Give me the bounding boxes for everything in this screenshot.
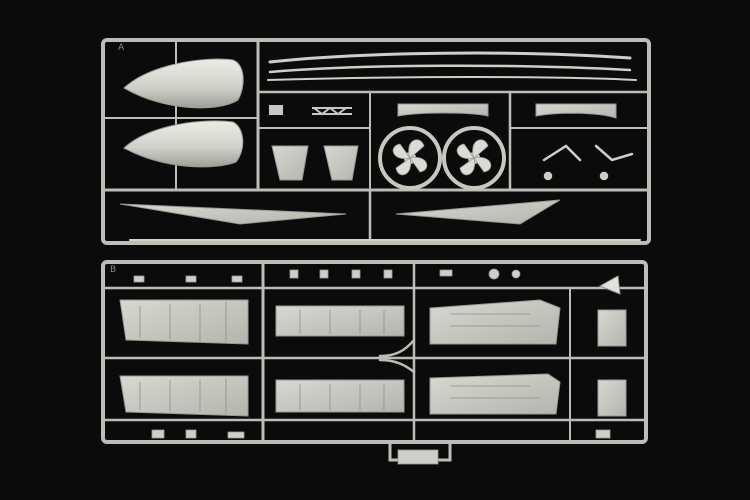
rod-parts [267, 51, 637, 81]
lower-sprue-frame [101, 260, 648, 444]
intake-part [323, 145, 359, 181]
side-panel-lower-right [429, 373, 561, 415]
flap-part [535, 103, 617, 119]
side-panel-upper-right [429, 299, 561, 345]
strut-parts [542, 144, 634, 181]
flap-part [397, 103, 489, 117]
small-parts-row [133, 268, 521, 283]
blade-part [119, 203, 347, 225]
side-panel-lower-mid [275, 379, 405, 413]
truss-part [269, 105, 352, 116]
pod-part-top [123, 58, 244, 109]
bottom-small-parts [151, 429, 611, 465]
intake-part [271, 145, 309, 181]
lower-sprue-id-mark: B [110, 265, 116, 275]
upper-sprue [101, 38, 651, 245]
upper-sprue-frame [101, 38, 651, 245]
lower-sprue [101, 260, 648, 462]
cone-part [598, 275, 621, 295]
side-panel-parts [119, 299, 561, 417]
side-panel-upper-mid [275, 305, 405, 337]
side-panel-upper-left [119, 299, 249, 345]
pod-part-bottom [123, 120, 244, 168]
upper-sprue-id-mark: A [118, 43, 125, 53]
fan-part-right [442, 126, 506, 190]
fan-part-left [378, 126, 442, 190]
box-parts [597, 309, 627, 417]
side-panel-lower-left [119, 375, 249, 417]
blade-part [395, 199, 561, 225]
panel-detail-lines [139, 302, 540, 414]
